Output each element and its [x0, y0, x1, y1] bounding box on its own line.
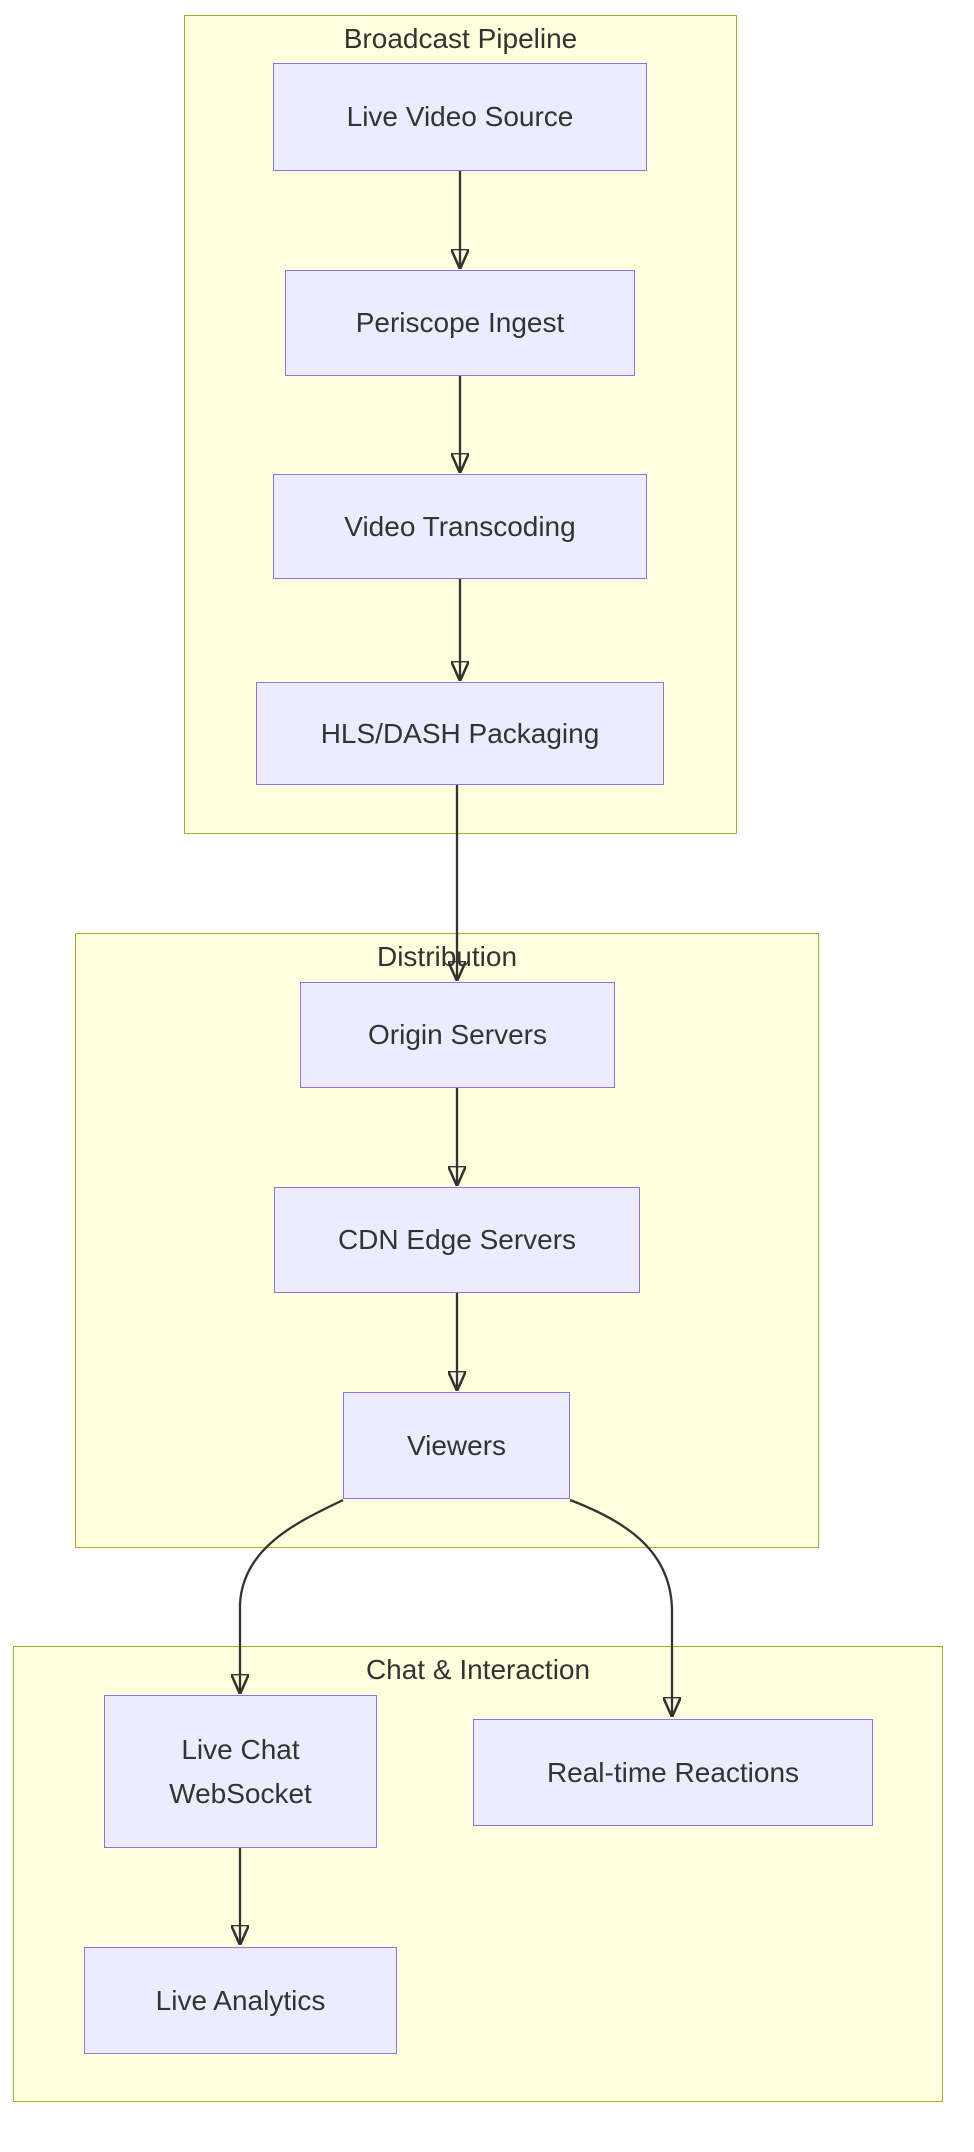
node-label-periscope-ingest: Periscope Ingest: [355, 307, 565, 339]
node-live-analytics: Live Analytics: [84, 1947, 397, 2054]
node-realtime-reactions: Real-time Reactions: [473, 1719, 873, 1826]
node-label-origin-servers: Origin Servers: [368, 1019, 547, 1051]
node-label-hls-dash-packaging: HLS/DASH Packaging: [320, 717, 600, 749]
cluster-label-chat-interaction: Chat & Interaction: [365, 1654, 591, 1685]
cluster-label-broadcast-pipeline: Broadcast Pipeline: [343, 23, 578, 54]
node-label-live-chat-websocket: Live Chat WebSocket: [169, 1734, 312, 1809]
node-periscope-ingest: Periscope Ingest: [285, 270, 635, 376]
node-hls-dash-packaging: HLS/DASH Packaging: [256, 682, 664, 785]
node-label-viewers: Viewers: [406, 1429, 507, 1461]
node-label-cdn-edge-servers: CDN Edge Servers: [337, 1224, 577, 1256]
cluster-label-distribution: Distribution: [376, 941, 518, 972]
node-label-live-video-source: Live Video Source: [346, 101, 574, 133]
node-cdn-edge-servers: CDN Edge Servers: [274, 1187, 640, 1293]
node-live-video-source: Live Video Source: [273, 63, 647, 171]
node-origin-servers: Origin Servers: [300, 982, 615, 1088]
node-viewers: Viewers: [343, 1392, 570, 1499]
node-live-chat-websocket: Live Chat WebSocket: [104, 1695, 377, 1848]
node-video-transcoding: Video Transcoding: [273, 474, 647, 579]
node-label-video-transcoding: Video Transcoding: [344, 510, 576, 542]
node-label-live-analytics: Live Analytics: [155, 1984, 326, 2016]
node-label-realtime-reactions: Real-time Reactions: [546, 1756, 800, 1788]
